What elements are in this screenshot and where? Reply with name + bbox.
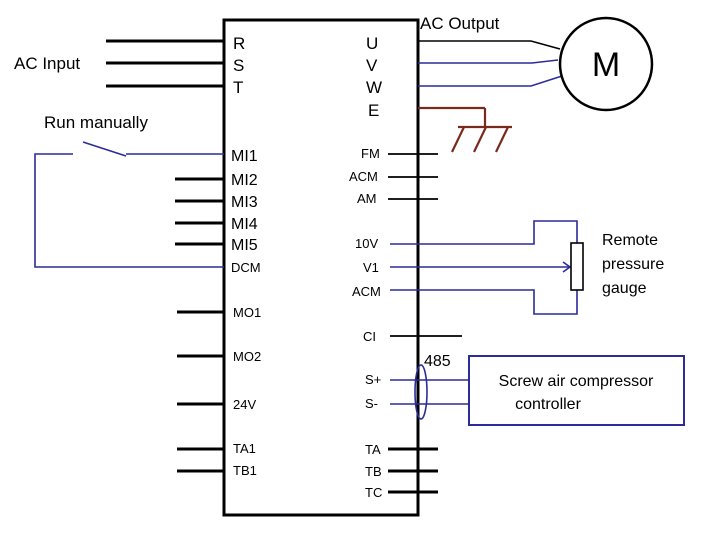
- remote-label-line1: Remote: [602, 232, 658, 249]
- pressure-gauge-wires: [390, 220, 578, 315]
- analog-output-wires: [388, 153, 438, 200]
- terminal-acm-2: ACM: [352, 284, 381, 299]
- terminal-ta1: TA1: [233, 441, 256, 456]
- terminal-v: V: [366, 56, 378, 75]
- terminal-t: T: [233, 78, 243, 97]
- motor-label: M: [592, 46, 620, 84]
- terminal-acm-1: ACM: [349, 169, 378, 184]
- rs485-label: 485: [424, 353, 451, 370]
- terminal-w: W: [366, 78, 382, 97]
- terminal-s-minus: S-: [365, 396, 378, 411]
- mi-input-wires: [175, 177, 224, 246]
- remote-label-line3: gauge: [602, 280, 647, 297]
- terminal-mi1: MI1: [231, 148, 258, 165]
- controller-box: [468, 355, 685, 426]
- terminal-ci: CI: [363, 329, 376, 344]
- terminal-s: S: [233, 56, 244, 75]
- controller-label-line1: Screw air compressor: [499, 373, 654, 390]
- terminal-mo1: MO1: [233, 305, 261, 320]
- relay-output-wires: [388, 447, 438, 494]
- terminal-u: U: [366, 34, 378, 53]
- ac-input-wires: [106, 39, 224, 88]
- terminal-tc: TC: [365, 485, 382, 500]
- ac-input-label: AC Input: [14, 54, 80, 73]
- terminal-mi3: MI3: [231, 194, 258, 211]
- terminal-v1: V1: [363, 260, 379, 275]
- motor-circle: [558, 16, 654, 112]
- ground-icon: [418, 106, 512, 153]
- terminal-mo2: MO2: [233, 349, 261, 364]
- controller-label-line2: controller: [515, 396, 581, 413]
- remote-label-line2: pressure: [602, 256, 664, 273]
- terminal-tb1: TB1: [233, 463, 257, 478]
- terminal-e: E: [368, 101, 379, 120]
- terminal-ta: TA: [365, 442, 381, 457]
- terminal-mi5: MI5: [231, 237, 258, 254]
- terminal-mi4: MI4: [231, 216, 258, 233]
- potentiometer: [570, 242, 584, 291]
- terminal-s-plus: S+: [365, 372, 381, 387]
- run-manually-label: Run manually: [44, 113, 148, 132]
- ac-output-label: AC Output: [420, 14, 500, 33]
- motor-wires: [418, 40, 563, 87]
- terminal-am: AM: [357, 191, 377, 206]
- left-output-wires: [177, 310, 224, 473]
- run-manually-switch: [34, 141, 224, 268]
- rs485-wires: [390, 364, 470, 420]
- terminal-fm: FM: [361, 146, 380, 161]
- terminal-dcm: DCM: [231, 260, 261, 275]
- terminal-24v: 24V: [233, 397, 256, 412]
- terminal-r: R: [233, 34, 245, 53]
- terminal-tb: TB: [365, 464, 382, 479]
- terminal-mi2: MI2: [231, 172, 258, 189]
- terminal-10v: 10V: [355, 236, 378, 251]
